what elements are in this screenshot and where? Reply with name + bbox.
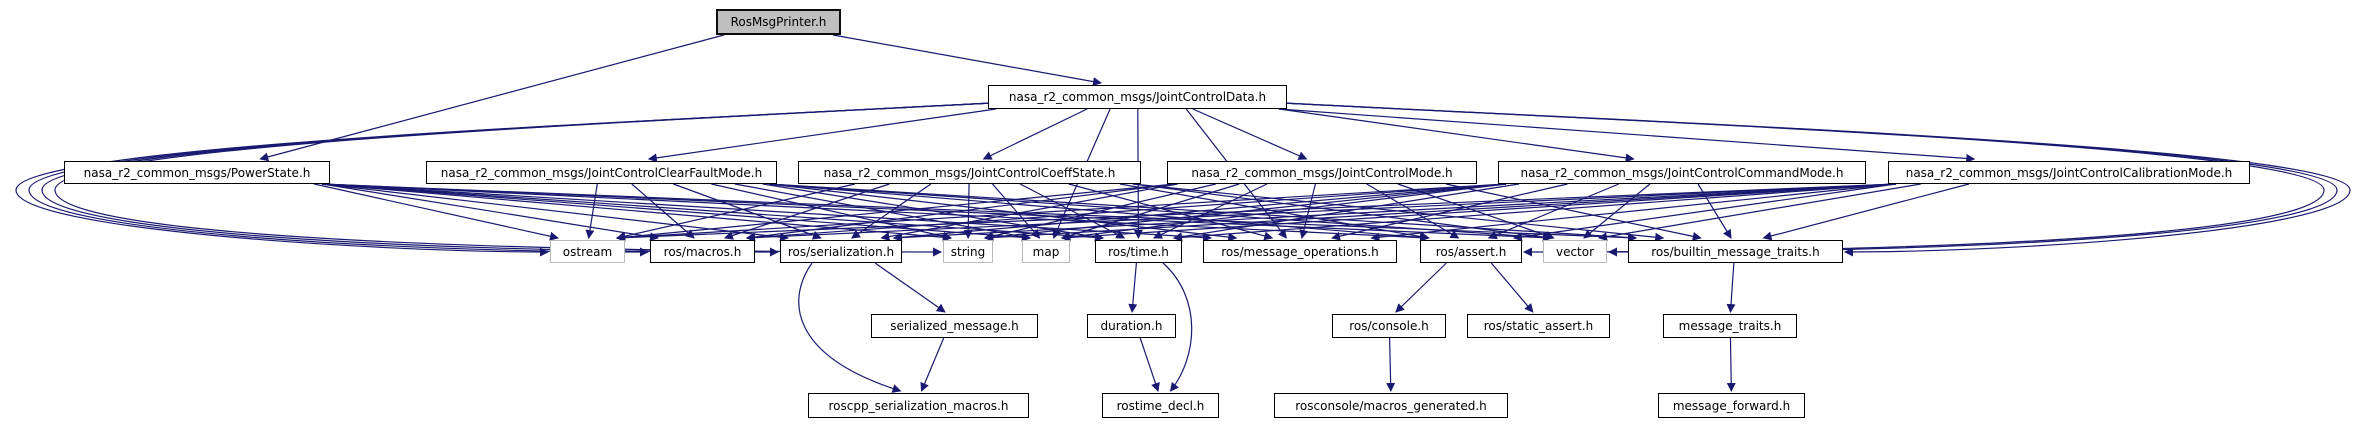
node-rostime_decl[interactable]: rostime_decl.h xyxy=(1102,393,1219,418)
edge-powerstate-macros xyxy=(321,183,659,242)
edge-calibrationmode-string xyxy=(984,183,1897,243)
node-clearfault[interactable]: nasa_r2_common_msgs/JointControlClearFau… xyxy=(426,161,777,184)
edge-assert-console xyxy=(1395,262,1447,313)
node-message_traits[interactable]: message_traits.h xyxy=(1663,314,1797,338)
edge-coeffstate-vector xyxy=(1132,183,1552,242)
edge-console-macros_generated xyxy=(1386,337,1396,392)
edge-coeffstate-time xyxy=(1019,183,1126,239)
edge-calibrationmode-vector xyxy=(1598,183,1921,242)
edge-powerstate-time xyxy=(321,183,1104,242)
edge-commandmode-assert xyxy=(1487,183,1619,240)
edge-commandmode-time xyxy=(1173,183,1520,242)
node-macros[interactable]: ros/macros.h xyxy=(650,240,755,263)
edge-mode-time xyxy=(1153,183,1268,239)
edge-time-duration xyxy=(1128,262,1138,313)
edge-coeffstate-assert xyxy=(1119,183,1430,242)
edge-commandmode-macros xyxy=(746,183,1507,242)
edge-calibrationmode-assert xyxy=(1513,183,1897,242)
edge-calibrationmode-msgops xyxy=(1370,183,1897,242)
edge-clearfault-msgops xyxy=(768,183,1238,242)
edge-clearfault-time xyxy=(762,183,1104,242)
edge-mode-msgops xyxy=(1299,183,1316,239)
edge-time-rostime_decl xyxy=(1162,262,1193,392)
node-roscpp_macros[interactable]: roscpp_serialization_macros.h xyxy=(808,393,1029,418)
edge-mode-map xyxy=(1061,183,1240,240)
edge-coeffstate-ostream xyxy=(616,183,856,241)
edge-calibrationmode-serialization xyxy=(893,183,1897,243)
edge-commandmode-vector xyxy=(1583,183,1651,239)
node-assert[interactable]: ros/assert.h xyxy=(1420,240,1522,263)
node-duration[interactable]: duration.h xyxy=(1087,314,1176,338)
edge-clearfault-vector xyxy=(768,183,1552,242)
edge-clearfault-macros xyxy=(631,183,695,239)
edge-serialization-serialized_message xyxy=(874,262,946,313)
edge-calibrationmode-macros xyxy=(746,183,1897,243)
edge-mode-string xyxy=(984,183,1216,241)
edge-coeffstate-macros xyxy=(723,183,890,240)
edge-jointcontroldata-clearfault xyxy=(647,108,997,163)
edge-mode-builtin xyxy=(1445,183,1702,241)
node-coeffstate[interactable]: nasa_r2_common_msgs/JointControlCoeffSta… xyxy=(798,161,1141,184)
edge-rosmsgprinter-powerstate xyxy=(259,34,725,162)
node-builtin[interactable]: ros/builtin_message_traits.h xyxy=(1628,240,1843,263)
edge-serialization-roscpp_macros xyxy=(798,262,902,393)
edge-builtin-message_traits xyxy=(1726,262,1736,313)
edge-jointcontroldata-builtin xyxy=(1282,102,2351,257)
node-serialized_message[interactable]: serialized_message.h xyxy=(871,314,1038,338)
node-serialization[interactable]: ros/serialization.h xyxy=(780,240,902,263)
edge-clearfault-ostream xyxy=(585,183,598,239)
edge-clearfault-map xyxy=(734,183,1031,241)
node-powerstate[interactable]: nasa_r2_common_msgs/PowerState.h xyxy=(64,161,330,184)
edge-clearfault-serialization xyxy=(673,183,822,240)
node-jointcontroldata[interactable]: nasa_r2_common_msgs/JointControlData.h xyxy=(988,85,1287,109)
edge-coeffstate-string xyxy=(963,183,973,239)
edge-jointcontroldata-string xyxy=(54,102,993,257)
node-mode[interactable]: nasa_r2_common_msgs/JointControlMode.h xyxy=(1167,161,1477,184)
edge-serialized_message-roscpp_macros xyxy=(920,337,945,392)
edge-jointcontroldata-calibrationmode xyxy=(1278,108,1976,163)
edge-clearfault-string xyxy=(711,183,952,241)
edge-message_traits-message_forward xyxy=(1726,337,1736,392)
edge-rosmsgprinter-jointcontroldata xyxy=(832,34,1102,87)
node-ostream: ostream xyxy=(550,240,625,263)
edge-coeffstate-map xyxy=(991,183,1041,239)
edge-jointcontroldata-mode xyxy=(1192,108,1308,160)
node-rosmsgprinter: RosMsgPrinter.h xyxy=(716,9,841,35)
node-message_forward[interactable]: message_forward.h xyxy=(1658,393,1805,418)
edge-powerstate-string xyxy=(321,183,952,242)
node-commandmode[interactable]: nasa_r2_common_msgs/JointControlCommandM… xyxy=(1498,161,1866,184)
edge-commandmode-ostream xyxy=(616,183,1507,243)
edge-jointcontroldata-commandmode xyxy=(1278,108,1635,163)
node-string: string xyxy=(943,240,993,263)
edge-calibrationmode-ostream xyxy=(616,183,1897,243)
node-time[interactable]: ros/time.h xyxy=(1095,240,1182,263)
edge-commandmode-serialization xyxy=(893,183,1507,242)
edge-mode-ostream xyxy=(616,183,1176,242)
edge-duration-rostime_decl xyxy=(1139,337,1160,392)
node-map: map xyxy=(1022,240,1070,263)
node-console[interactable]: ros/console.h xyxy=(1332,314,1446,338)
edge-powerstate-assert xyxy=(321,183,1429,243)
node-macros_generated[interactable]: rosconsole/macros_generated.h xyxy=(1274,393,1508,418)
node-vector: vector xyxy=(1543,240,1607,263)
edge-powerstate-ostream xyxy=(314,183,559,241)
node-msgops[interactable]: ros/message_operations.h xyxy=(1203,240,1397,263)
edge-calibrationmode-builtin xyxy=(1762,183,1970,241)
edge-calibrationmode-map xyxy=(1061,183,1897,242)
edge-assert-static_assert xyxy=(1490,262,1534,313)
node-calibrationmode[interactable]: nasa_r2_common_msgs/JointControlCalibrat… xyxy=(1888,161,2250,184)
edge-powerstate-msgops xyxy=(321,183,1212,243)
node-static_assert[interactable]: ros/static_assert.h xyxy=(1467,314,1610,338)
edge-calibrationmode-time xyxy=(1173,183,1897,242)
edge-jointcontroldata-coeffstate xyxy=(982,108,1088,160)
